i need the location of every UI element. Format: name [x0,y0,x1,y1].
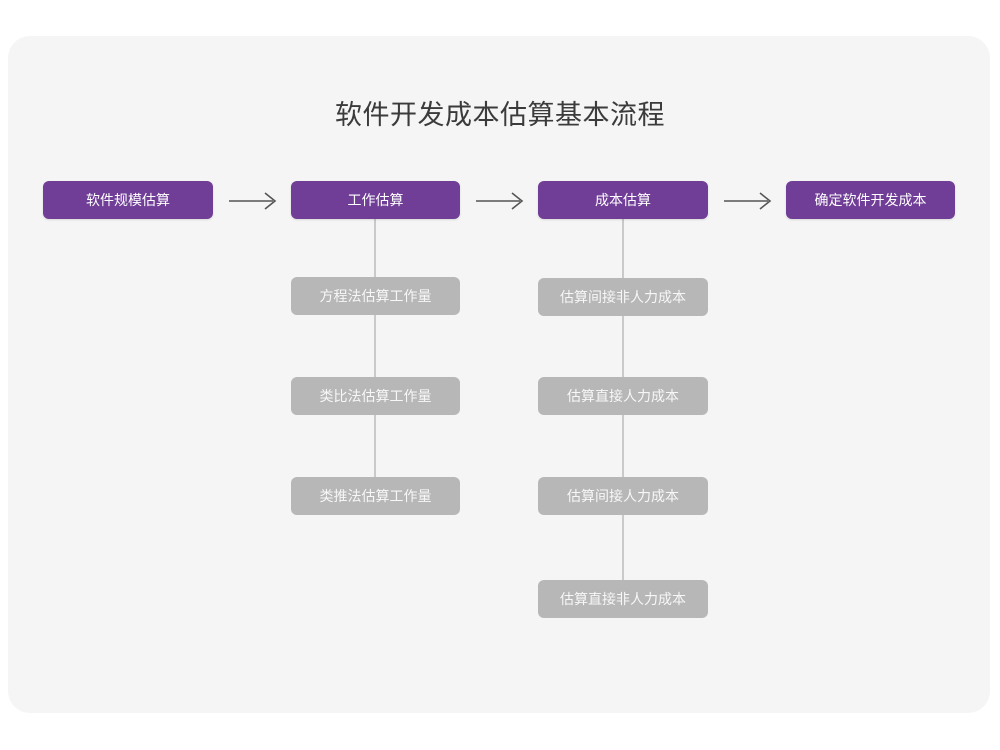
stage-box-effort-estimation[interactable]: 工作估算 [291,181,460,219]
connector-line-effort [374,219,376,499]
sub-box-effort-equation-method[interactable]: 方程法估算工作量 [291,277,460,315]
sub-box-direct-labor-cost[interactable]: 估算直接人力成本 [538,377,708,415]
right-arrow-icon-3 [718,182,778,220]
right-arrow-icon-1 [223,182,283,220]
sub-box-direct-nonlabor-cost[interactable]: 估算直接非人力成本 [538,580,708,618]
sub-box-effort-inference-method[interactable]: 类推法估算工作量 [291,477,460,515]
stage-box-software-size-estimation[interactable]: 软件规模估算 [43,181,213,219]
sub-box-effort-analogy-method[interactable]: 类比法估算工作量 [291,377,460,415]
sub-box-indirect-nonlabor-cost[interactable]: 估算间接非人力成本 [538,278,708,316]
sub-box-indirect-labor-cost[interactable]: 估算间接人力成本 [538,477,708,515]
stage-box-determine-development-cost[interactable]: 确定软件开发成本 [786,181,955,219]
right-arrow-icon-2 [470,182,530,220]
diagram-card [8,36,990,713]
stage-box-cost-estimation[interactable]: 成本估算 [538,181,708,219]
page-title: 软件开发成本估算基本流程 [335,100,665,130]
